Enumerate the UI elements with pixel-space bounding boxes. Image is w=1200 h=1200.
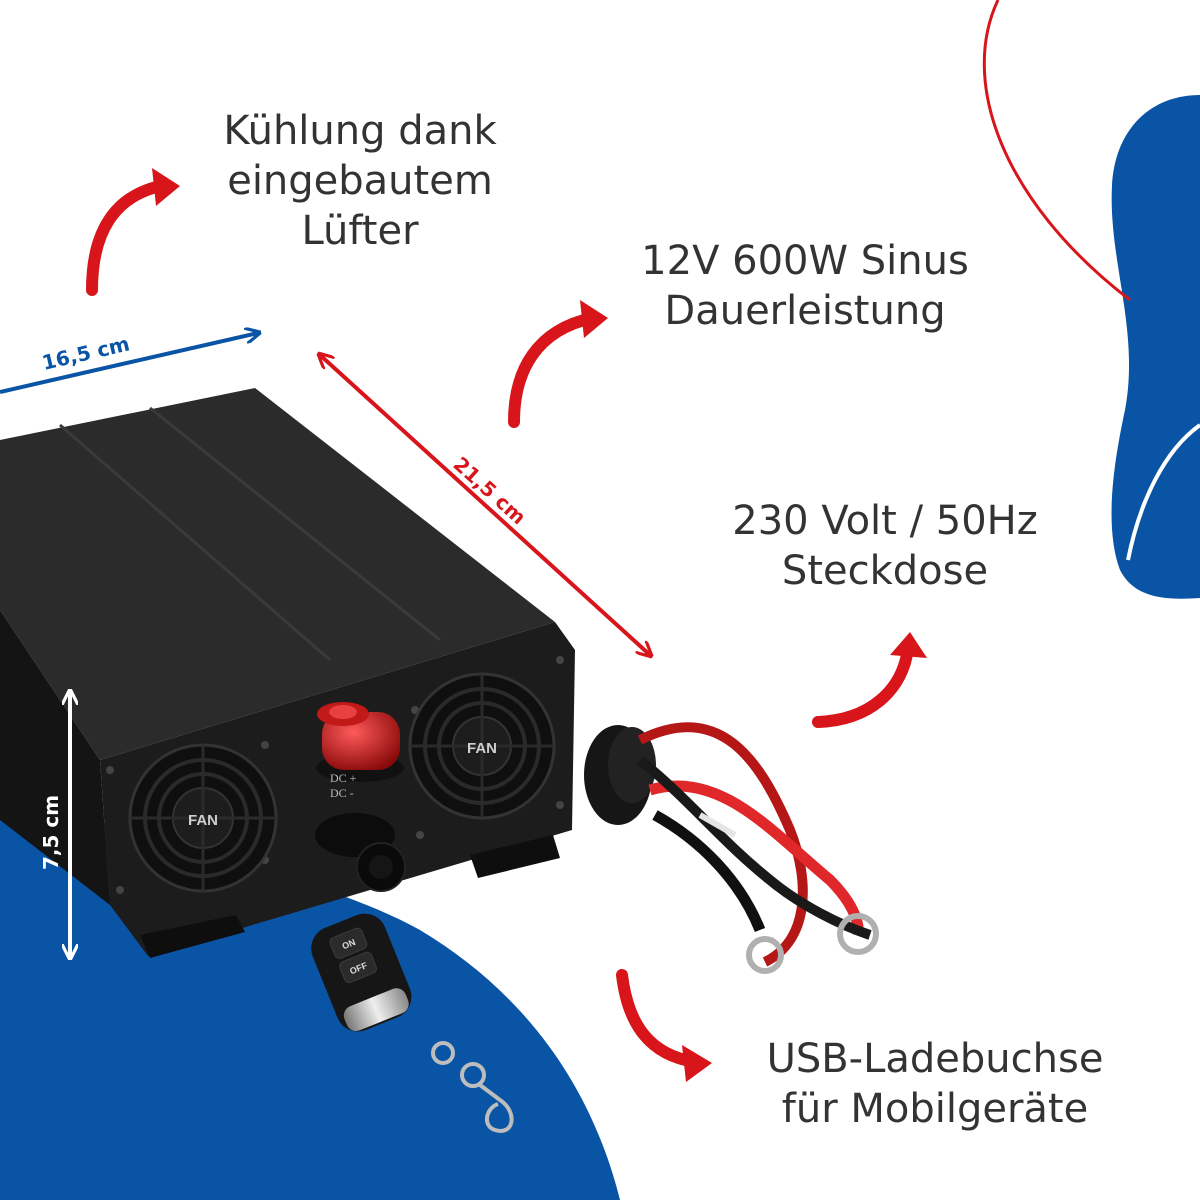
dc-minus-label: DC - [330,786,354,800]
positive-terminal [316,702,404,782]
feature-socket-line-2: Steckdose [781,548,989,594]
length-dimension-label: 21,5 cm [449,452,531,529]
remote-on-label: ON [341,937,357,951]
feature-usb-text: USB-Ladebuchse für Mobilgeräte [700,1034,1170,1134]
width-dimension-label: 16,5 cm [40,331,132,374]
feature-cooling-line-1: Kühlung dank [223,108,497,154]
feature-socket-text: 230 Volt / 50Hz Steckdose [690,496,1080,596]
feature-cooling-text: Kühlung dank eingebautem Lüfter [170,106,550,256]
callout-arrow-usb [616,969,701,1068]
dc-plus-label: DC + [330,771,357,785]
fan-right: FAN [408,672,556,820]
cable-assembly [584,722,879,974]
feature-socket-line-1: 230 Volt / 50Hz [732,498,1038,544]
inverter-top [0,388,555,760]
feature-power-text: 12V 600W Sinus Dauerleistung [590,236,1020,336]
feature-cooling-line-3: Lüfter [301,208,419,254]
remote-key-fob: ON OFF [311,913,412,1032]
red-curve-line [982,0,1131,302]
white-curve-line [1126,423,1200,561]
callout-arrow-cooling [86,179,171,296]
feature-cooling-line-2: eingebautem [227,158,493,204]
negative-terminal [315,813,406,892]
blue-blob-right [1111,95,1200,599]
feature-power-line-1: 12V 600W Sinus [641,238,969,284]
feature-usb-line-2: für Mobilgeräte [781,1086,1089,1132]
feature-usb-line-1: USB-Ladebuchse [766,1036,1104,1082]
width-dimension-arrow [0,333,258,394]
height-dimension-label: 7,5 cm [39,795,63,870]
fan-left-label: FAN [188,812,218,829]
callout-arrow-power [508,312,598,428]
inverter-side [0,610,110,905]
inverter: FAN FAN DC + DC - [0,388,575,958]
callout-arrow-socket [812,642,914,728]
fan-right-label: FAN [467,740,497,757]
fan-left: FAN [128,743,278,893]
feature-power-line-2: Dauerleistung [664,288,946,334]
length-dimension-arrow [320,355,650,655]
key-ring [431,1041,514,1133]
